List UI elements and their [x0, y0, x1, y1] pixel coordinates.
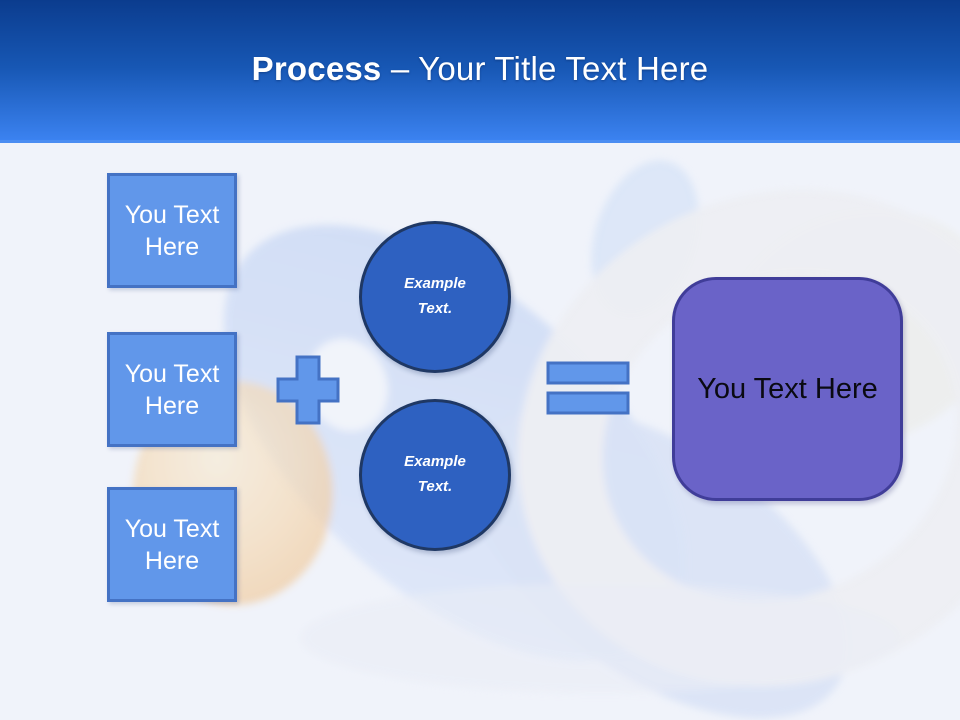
plus-icon[interactable] — [276, 355, 340, 425]
example-circle-2[interactable]: Example Text. — [359, 399, 511, 551]
input-box-3-label: You Text Here — [124, 514, 220, 575]
example-circle-2-label: Example Text. — [404, 453, 466, 495]
pacifier-background-image — [133, 160, 960, 719]
example-circle-1-label: Example Text. — [404, 275, 466, 317]
input-box-2[interactable]: You Text Here — [107, 332, 237, 447]
slide-title-rest: – Your Title Text Here — [381, 50, 709, 87]
slide-title-bold: Process — [251, 50, 382, 87]
input-box-1-label: You Text Here — [124, 200, 220, 261]
input-box-2-label: You Text Here — [124, 359, 220, 420]
slide-title[interactable]: Process – Your Title Text Here — [0, 50, 960, 88]
slide-header-band: Process – Your Title Text Here — [0, 0, 960, 143]
result-box-label: You Text Here — [697, 372, 878, 405]
input-box-1[interactable]: You Text Here — [107, 173, 237, 288]
equals-icon[interactable] — [546, 361, 630, 415]
result-box[interactable]: You Text Here — [672, 277, 903, 501]
input-box-3[interactable]: You Text Here — [107, 487, 237, 602]
example-circle-1[interactable]: Example Text. — [359, 221, 511, 373]
